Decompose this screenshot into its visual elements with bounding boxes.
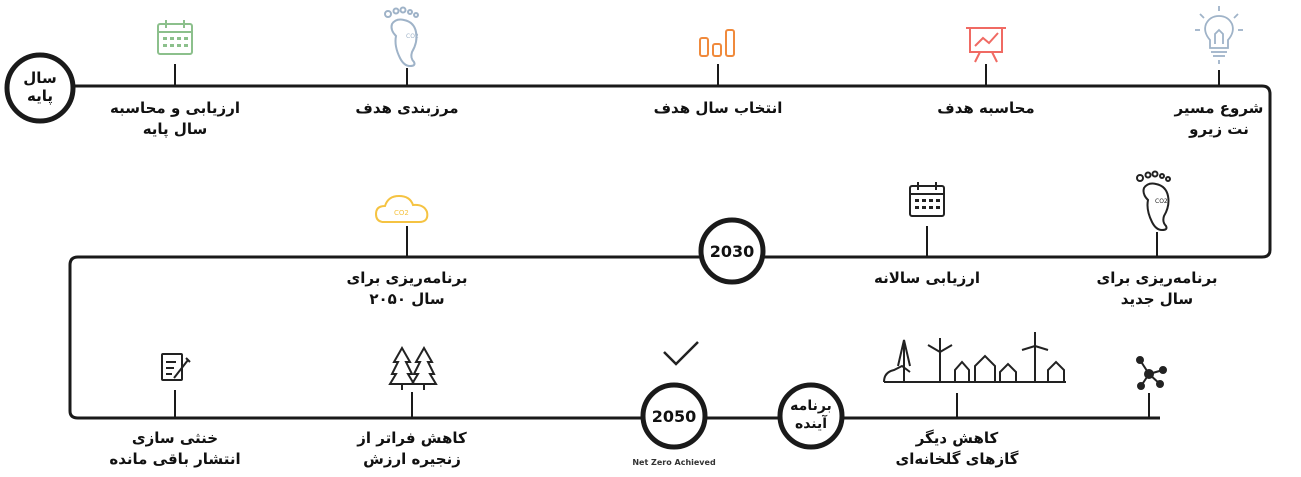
step-neutralize-line1: خنثی سازی (131, 429, 219, 447)
step-plan-new-line2: سال جدید (1120, 290, 1194, 308)
step-beyond-line2: زنجیره ارزش (363, 450, 461, 468)
co2-footprint-icon: CO2 (384, 6, 419, 68)
row1-ticks (174, 64, 1220, 86)
step-target-boundary: مرزبندی هدف (355, 98, 458, 119)
step-plan-2050: برنامه‌ریزی برای سال ۲۰۵۰ (346, 268, 467, 310)
lightbulb-icon (1195, 6, 1243, 64)
future-plan-circle: برنامه آینده (777, 382, 845, 450)
net-zero-achieved-note: Net Zero Achieved (632, 458, 716, 467)
svg-text:CO2: CO2 (394, 209, 409, 217)
presentation-chart-icon (966, 27, 1006, 63)
step-plan-2050-line2: سال ۲۰۵۰ (369, 290, 445, 308)
step-boundary-line1: مرزبندی هدف (355, 99, 459, 117)
step-base-assess-line1: ارزیابی و محاسبه (110, 99, 240, 117)
base-year-circle: سال پایه (4, 52, 76, 124)
step-plan-new-year: برنامه‌ریزی برای سال جدید (1096, 268, 1217, 310)
step-base-assess-line2: سال پایه (142, 120, 208, 138)
document-edit-icon (161, 353, 191, 381)
base-year-line2: پایه (27, 87, 53, 106)
step-start-line2: نت زیرو (1189, 120, 1249, 138)
svg-text:CO2: CO2 (406, 33, 419, 40)
step-annual-assessment: ارزیابی سالانه (874, 268, 980, 289)
step-beyond-value-chain: کاهش فراتر از زنجیره ارزش (357, 428, 466, 470)
svg-text:CO2: CO2 (1155, 198, 1168, 205)
row3-ticks (174, 390, 1150, 418)
future-line1: برنامه (790, 398, 832, 414)
step-plan-new-line1: برنامه‌ریزی برای (1096, 269, 1218, 287)
calendar-icon-2 (909, 182, 945, 217)
trees-icon (388, 345, 438, 390)
year-2050-circle: 2050 (640, 382, 708, 450)
base-year-line1: سال (23, 69, 56, 87)
row2-ticks (406, 226, 1158, 257)
step-choose-target-year: انتخاب سال هدف (654, 98, 783, 119)
wind-turbine-town-icon (883, 332, 1066, 383)
step-reduce-other-ghg: کاهش دیگر گازهای گلخانه‌ای (896, 428, 1019, 470)
step-start-line1: شروع مسیر (1174, 99, 1264, 117)
step-neutralize-residual: خنثی سازی انتشار باقی مانده (109, 428, 240, 470)
checkmark-icon (663, 341, 699, 366)
year-2030-circle: 2030 (698, 217, 766, 285)
step-start-netzero: شروع مسیر نت زیرو (1175, 98, 1264, 140)
step-plan-2050-line1: برنامه‌ریزی برای (346, 269, 468, 287)
step-beyond-line1: کاهش فراتر از (357, 429, 467, 447)
year-2050-label: 2050 (652, 407, 697, 426)
step-target-calc-line1: محاسبه هدف (937, 99, 1035, 117)
step-reduce-ghg-line2: گازهای گلخانه‌ای (895, 450, 1019, 468)
step-annual-line1: ارزیابی سالانه (874, 269, 980, 287)
step-choose-year-line1: انتخاب سال هدف (653, 99, 783, 117)
co2-cloud-icon: CO2 (374, 194, 429, 223)
calendar-icon (157, 20, 193, 55)
step-neutralize-line2: انتشار باقی مانده (109, 450, 241, 468)
future-line2: آینده (795, 414, 828, 432)
step-base-year-assessment: ارزیابی و محاسبه سال پایه (110, 98, 240, 140)
step-target-calc: محاسبه هدف (937, 98, 1034, 119)
co2-footprint-icon-2: CO2 (1136, 170, 1171, 232)
timeline-path (60, 84, 1272, 420)
year-2030-label: 2030 (710, 242, 755, 261)
bar-chart-icon (699, 29, 735, 57)
network-nodes-icon (1136, 356, 1167, 390)
step-reduce-ghg-line1: کاهش دیگر (915, 429, 999, 447)
